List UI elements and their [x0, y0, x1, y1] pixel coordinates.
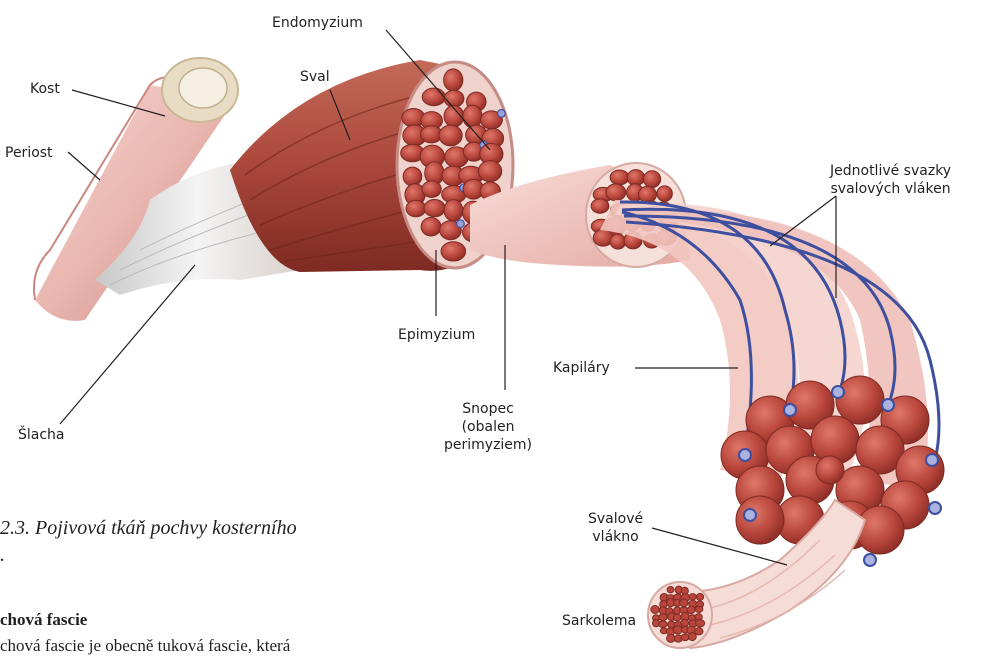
label-fascicle-line2: (obalen — [444, 418, 532, 436]
label-muscle: Sval — [300, 68, 330, 86]
capillary-dot — [498, 109, 506, 117]
fiber-section — [606, 184, 626, 201]
label-muscle-fiber: Svalové vlákno — [588, 510, 643, 546]
fiber-section — [610, 234, 626, 249]
fiber-section — [680, 599, 688, 607]
fiber-section — [681, 634, 689, 641]
fiber-section — [424, 200, 445, 217]
capillary-dot — [926, 454, 938, 466]
fiber-section — [736, 496, 784, 544]
figure-caption-line1: 2.3. Pojivová tkáň pochvy kosterního — [0, 515, 297, 542]
label-capillaries: Kapiláry — [553, 359, 610, 377]
section-heading: chová fascie — [0, 610, 87, 630]
fiber-section — [444, 69, 463, 91]
fiber-section — [444, 90, 464, 107]
fiber-section — [836, 376, 884, 424]
fiber-section — [673, 614, 681, 621]
label-fascicle: Snopec (obalen perimyziem) — [444, 400, 532, 454]
label-muscle-fiber-line1: Svalové — [588, 510, 643, 528]
fiber-section — [403, 167, 422, 186]
body-text: chová fascie je obecně tuková fascie, kt… — [0, 636, 290, 656]
label-periosteum: Periost — [5, 144, 53, 162]
fiber-section — [422, 181, 441, 198]
capillary-dot — [739, 449, 751, 461]
capillary-dot — [929, 502, 941, 514]
fiber-section — [444, 200, 463, 221]
label-fiber-bundles-line2: svalových vláken — [830, 180, 951, 198]
capillary-dot — [784, 404, 796, 416]
label-fiber-bundles-line1: Jednotlivé svazky — [830, 162, 951, 180]
figure-caption-line2: . — [0, 542, 297, 569]
label-muscle-fiber-line2: vlákno — [588, 528, 643, 546]
fiber-section — [651, 606, 660, 614]
fiber-section — [687, 606, 695, 614]
fiber-section — [695, 606, 703, 612]
label-epimysium: Epimyzium — [398, 326, 475, 344]
fiber-section — [695, 614, 702, 620]
label-bone: Kost — [30, 80, 60, 98]
label-tendon: Šlacha — [18, 426, 65, 444]
fiber-section — [688, 633, 696, 641]
fiber-section — [696, 620, 705, 627]
capillary-dot — [744, 509, 756, 521]
label-sarcolemma: Sarkolema — [562, 612, 636, 630]
fiber-section — [816, 456, 844, 484]
fiber-section — [441, 242, 466, 261]
fiber-section — [627, 170, 644, 186]
fiber-section — [421, 217, 441, 236]
fiber-section — [667, 587, 674, 593]
label-fascicle-line3: perimyziem) — [444, 436, 532, 454]
fiber-section — [463, 105, 482, 128]
fiber-section — [478, 161, 501, 182]
fiber-section — [659, 614, 667, 621]
fiber-section — [610, 170, 629, 185]
fiber-section — [422, 88, 445, 106]
fiber-section — [643, 171, 660, 188]
capillary-dot — [882, 399, 894, 411]
fiber-section — [658, 621, 667, 628]
fiber-section — [439, 125, 462, 146]
fiber-section — [695, 628, 703, 635]
capillary-dot — [457, 220, 465, 228]
fiber-section — [681, 619, 689, 626]
fiber-section — [638, 186, 656, 202]
figure-caption: 2.3. Pojivová tkáň pochvy kosterního . — [0, 515, 297, 569]
label-fiber-bundles: Jednotlivé svazky svalových vláken — [830, 162, 951, 198]
fiber-section — [856, 506, 904, 554]
capillary-dot — [832, 386, 844, 398]
fiber-section — [689, 594, 696, 600]
fiber-section — [696, 593, 703, 600]
label-fascicle-line1: Snopec — [444, 400, 532, 418]
capillary-dot — [864, 554, 876, 566]
fiber-section — [657, 186, 672, 202]
fiber-section — [406, 200, 426, 217]
label-endomysium: Endomyzium — [272, 14, 363, 32]
fiber-section — [591, 199, 609, 213]
